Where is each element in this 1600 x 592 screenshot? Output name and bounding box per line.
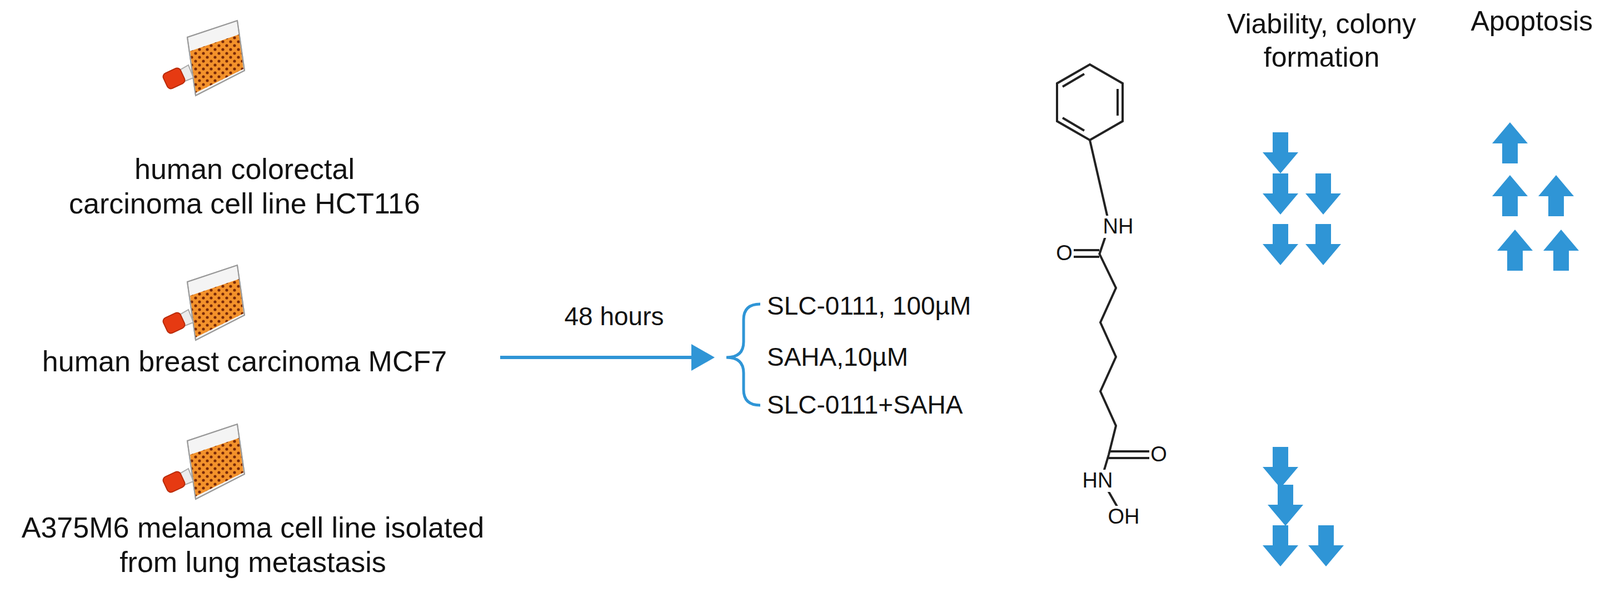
atom-label: O: [1054, 242, 1074, 265]
decrease-arrow: [1262, 446, 1299, 488]
brace: [726, 303, 761, 406]
increase-arrow: [1492, 122, 1528, 164]
atom-label: O: [1149, 443, 1169, 466]
treatment-label: SLC-0111, 100µM: [766, 290, 971, 322]
decrease-arrow: [1262, 132, 1299, 174]
decrease-arrow: [1305, 173, 1342, 215]
increase-arrow: [1497, 229, 1533, 271]
culture-flask: [161, 20, 245, 96]
chemical-structure: [1057, 64, 1151, 511]
atom-label: NH: [1102, 215, 1135, 238]
decrease-arrow: [1305, 223, 1342, 266]
column-header: Apoptosis: [1470, 4, 1593, 38]
atom-label: HN: [1081, 469, 1115, 492]
cell-line-label: human breast carcinoma MCF7: [42, 344, 447, 379]
increase-arrow: [1538, 175, 1574, 217]
decrease-arrow: [1308, 525, 1344, 567]
treatment-label: SAHA,10µM: [766, 341, 909, 373]
cell-line-label: A375M6 melanoma cell line isolated from …: [8, 510, 498, 580]
decrease-arrow: [1262, 173, 1299, 215]
decrease-arrow: [1262, 223, 1299, 266]
culture-flask: [161, 424, 245, 500]
time-label: 48 hours: [564, 301, 664, 332]
treatment-label: SLC-0111+SAHA: [766, 389, 963, 421]
column-header: Viability, colony formation: [1182, 7, 1461, 74]
increase-arrow: [1492, 175, 1528, 217]
culture-flask: [161, 265, 245, 341]
decrease-arrow: [1262, 525, 1299, 567]
increase-arrow: [1543, 229, 1579, 271]
decrease-arrow: [1267, 484, 1304, 526]
atom-label: OH: [1107, 505, 1141, 528]
cell-line-label: human colorectal carcinoma cell line HCT…: [65, 151, 425, 222]
process-arrow: [500, 355, 712, 360]
